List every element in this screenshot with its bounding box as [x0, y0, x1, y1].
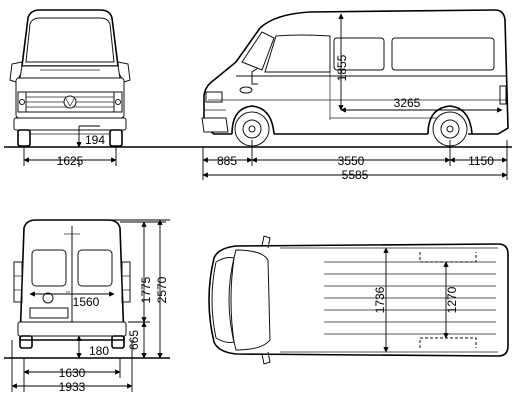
- rear-dimensions: [11, 219, 170, 392]
- rear-view: [13, 219, 131, 349]
- rear-overhang-label: 1150: [468, 154, 494, 168]
- total-height-label: 2570: [155, 276, 169, 303]
- side-length-dimensions: [202, 140, 508, 180]
- cargo-width-between-label: 1270: [445, 286, 459, 313]
- total-width-label: 1933: [59, 380, 86, 394]
- front-overhang-label: 885: [217, 154, 237, 168]
- side-view: [201, 9, 509, 147]
- side-internal-dimensions: [338, 13, 503, 113]
- front-clearance-label: 194: [85, 133, 105, 147]
- total-length-label: 5585: [342, 168, 369, 182]
- front-track-label: 1625: [57, 154, 84, 168]
- side-height-label: 1855: [335, 54, 349, 81]
- wheelbase-label: 3550: [338, 154, 365, 168]
- rear-clearance-label: 180: [89, 344, 109, 358]
- top-dimensions: [383, 247, 449, 353]
- rear-door-height-label: 1775: [139, 276, 153, 303]
- rear-floor-height-label: 665: [127, 330, 141, 350]
- side-cargo-length-label: 3265: [394, 96, 421, 110]
- cargo-width-label: 1736: [373, 286, 387, 313]
- front-dimensions: [23, 125, 117, 167]
- front-view: [9, 9, 131, 147]
- rear-door-width-label: 1560: [73, 295, 100, 309]
- rear-track-label: 1630: [59, 366, 86, 380]
- top-view: [208, 235, 509, 365]
